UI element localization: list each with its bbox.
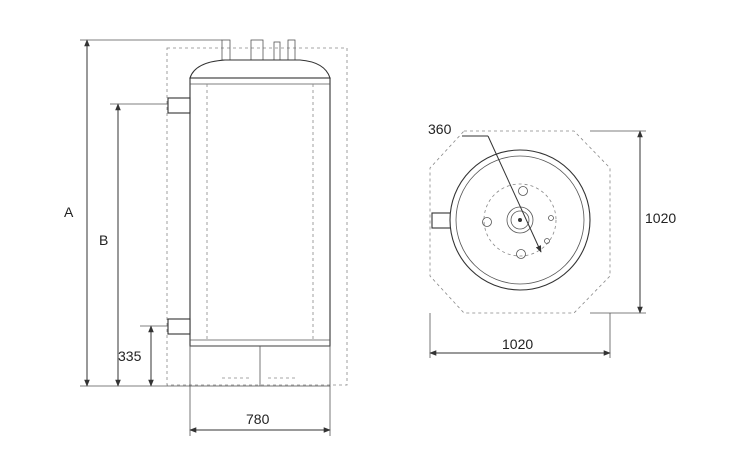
fitting-left [482,217,492,227]
dim-label-780: 780 [246,411,270,427]
dim-label-a: A [64,204,74,220]
fitting-bottom [516,249,526,259]
upper-connection [167,97,191,114]
leader-360-diagonal [487,135,542,253]
dim-label-335: 335 [118,348,142,364]
dim-label-b: B [99,232,108,248]
dim-label-1020-horizontal: 1020 [502,336,533,352]
lower-connection [167,318,191,335]
top-clearance-outline [429,130,611,314]
side-clearance-outline [166,47,348,386]
tank-body [189,77,331,347]
center-point [518,218,522,222]
fitting-top [518,186,528,196]
flange-inner [510,210,530,230]
top-view: 360 1020 1020 [428,121,676,358]
tank-dome [189,59,331,79]
fitting-lower-right-small [544,238,550,244]
dim-label-360: 360 [428,121,452,137]
tank-inner-circle [455,155,585,285]
dim-label-1020-vertical: 1020 [645,210,676,226]
bolt-circle [483,183,557,257]
side-view: A B 335 780 [64,39,348,436]
top-fitting-1 [221,39,231,61]
fitting-right-small [548,215,554,221]
top-fitting-4 [287,39,296,63]
